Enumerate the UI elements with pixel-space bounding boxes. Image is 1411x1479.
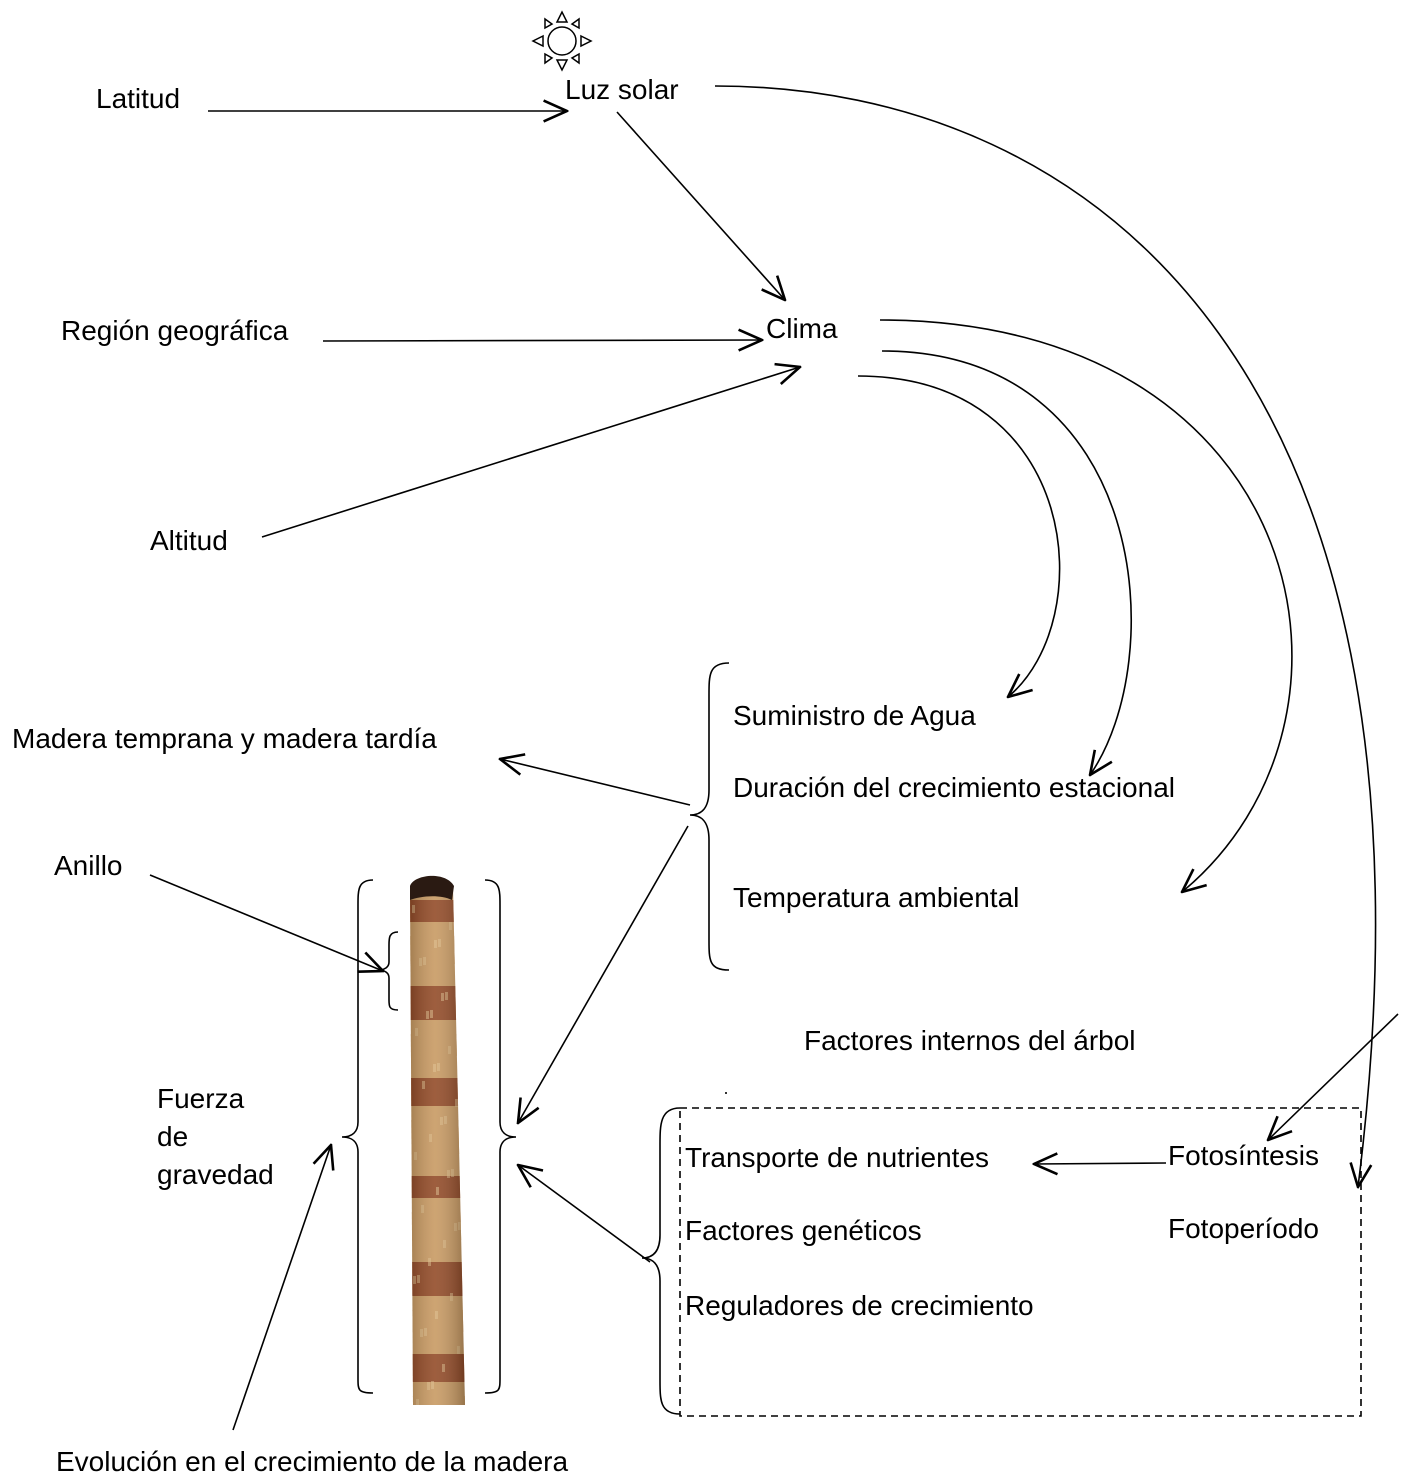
wood-evolution-label: Evolución en el crecimiento de la madera bbox=[56, 1446, 569, 1477]
arrow-climate-to-temperature bbox=[879, 319, 1293, 892]
wood-core-sample-image bbox=[410, 875, 465, 1405]
arrow-altitude-to-climate bbox=[261, 367, 800, 538]
internal-factors-title: Factores internos del árbol bbox=[804, 1025, 1136, 1056]
photoperiod-label: Fotoperíodo bbox=[1168, 1213, 1319, 1244]
arrow-internal-to-wood bbox=[518, 1165, 651, 1263]
internal-factors-brace bbox=[641, 1107, 681, 1415]
climate-label: Clima bbox=[766, 313, 838, 344]
earlywood-label: Madera temprana y madera tardía bbox=[12, 723, 437, 754]
core-left-bracket bbox=[341, 879, 374, 1394]
arrow-region-to-climate bbox=[322, 340, 762, 341]
internal-factors-box bbox=[679, 1107, 1362, 1417]
sunlight-label: Luz solar bbox=[565, 74, 679, 105]
arrow-factors-to-wood bbox=[518, 825, 689, 1123]
nutrients-label: Transporte de nutrientes bbox=[685, 1142, 990, 1173]
latitude-label: Latitud bbox=[96, 83, 181, 114]
temperature-label: Temperatura ambiental bbox=[733, 882, 1020, 913]
water-supply-label: Suministro de Agua bbox=[733, 700, 976, 731]
arrow-climate-to-water bbox=[857, 375, 1061, 697]
genetic-factors-label: Factores genéticos bbox=[685, 1215, 922, 1246]
arrow-factors-to-earlywood bbox=[500, 759, 691, 806]
gravity-label: Fuerza de gravedad bbox=[157, 1083, 274, 1190]
arrow-sunlight-to-climate bbox=[616, 111, 785, 300]
arrow-sunlight-to-photoperiod bbox=[714, 85, 1377, 1187]
growth-regulators-label: Reguladores de crecimiento bbox=[685, 1290, 1034, 1321]
arrow-climate-to-season bbox=[881, 350, 1132, 775]
arrow-ring-to-bracket bbox=[149, 874, 383, 971]
arrow-sunlight-to-photosynthesis bbox=[1268, 1013, 1399, 1140]
climate-factors-brace bbox=[689, 662, 730, 971]
arrow-photosynthesis-to-nutrients bbox=[1034, 1163, 1167, 1164]
ring-label: Anillo bbox=[54, 850, 123, 881]
season-duration-label: Duración del crecimiento estacional bbox=[733, 772, 1175, 803]
ring-bracket bbox=[377, 931, 399, 1011]
core-right-bracket bbox=[484, 879, 517, 1394]
sun-icon bbox=[531, 10, 593, 72]
region-label: Región geográfica bbox=[61, 315, 289, 346]
arrow-evolution-to-core bbox=[232, 1145, 331, 1431]
altitude-label: Altitud bbox=[150, 525, 228, 556]
photosynthesis-label: Fotosíntesis bbox=[1168, 1140, 1319, 1171]
wood-grain-speck bbox=[456, 975, 459, 983]
